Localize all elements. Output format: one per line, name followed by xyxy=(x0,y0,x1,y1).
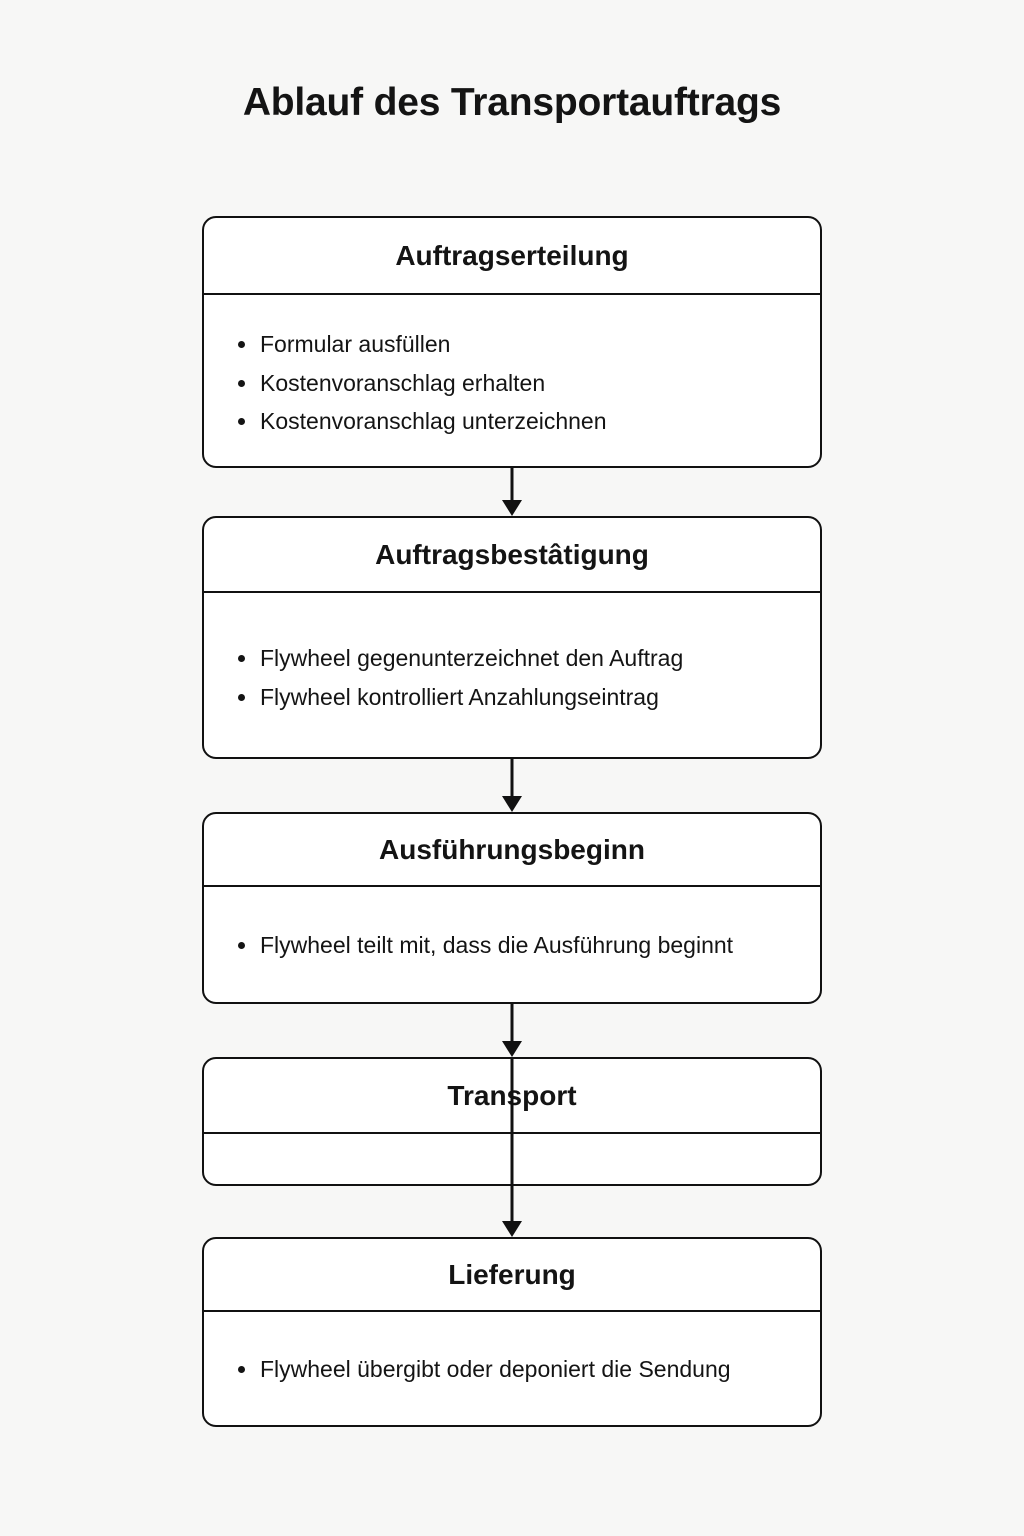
list-item: Flywheel übergibt oder deponiert die Sen… xyxy=(224,1354,800,1384)
bullet-list: Flywheel übergibt oder deponiert die Sen… xyxy=(224,1354,800,1384)
bullet-list: Formular ausfüllen Kostenvoranschlag erh… xyxy=(224,329,800,436)
node-divider xyxy=(204,293,820,295)
flow-node-body: Formular ausfüllen Kostenvoranschlag erh… xyxy=(204,295,820,467)
arrow-down-icon xyxy=(502,1004,522,1057)
connector-gap xyxy=(202,1186,822,1237)
list-item: Kostenvoranschlag erhalten xyxy=(224,368,800,398)
connector-gap xyxy=(202,468,822,516)
flow-node-ausfuehrungsbeginn[interactable]: Ausführungsbeginn Flywheel teilt mit, da… xyxy=(202,812,822,1004)
list-item: Flywheel teilt mit, dass die Ausführung … xyxy=(224,930,800,960)
node-divider xyxy=(204,885,820,887)
connector-gap xyxy=(202,759,822,812)
flow-node-header: Auftragserteilung xyxy=(395,239,629,271)
node-divider xyxy=(204,1310,820,1312)
node-divider xyxy=(204,591,820,593)
connector-line xyxy=(510,1059,514,1184)
flow-node-header: Auftragsbestâtigung xyxy=(375,538,649,570)
arrow-down-icon xyxy=(502,759,522,812)
bullet-list: Flywheel gegenunterzeichnet den Auftrag … xyxy=(224,643,800,712)
flow-node-body: Flywheel gegenunterzeichnet den Auftrag … xyxy=(204,593,820,758)
flow-node-body xyxy=(204,1059,820,1185)
flow-node-auftragsbestaetigung[interactable]: Auftragsbestâtigung Flywheel gegenunterz… xyxy=(202,516,822,759)
arrow-down-icon xyxy=(502,468,522,516)
page-title: Ablauf des Transportauftrags xyxy=(242,81,782,124)
list-item: Flywheel gegenunterzeichnet den Auftrag xyxy=(224,643,800,673)
list-item: Kostenvoranschlag unterzeichnen xyxy=(224,406,800,436)
flow-node-lieferung[interactable]: Lieferung Flywheel übergibt oder deponie… xyxy=(202,1237,822,1427)
flow-container: Auftragserteilung Formular ausfüllen Kos… xyxy=(202,216,822,1427)
flow-node-header: Lieferung xyxy=(448,1258,576,1290)
list-item: Flywheel kontrolliert Anzahlungseintrag xyxy=(224,682,800,712)
list-item: Formular ausfüllen xyxy=(224,329,800,359)
connector-gap xyxy=(202,1004,822,1057)
flow-node-auftragserteilung[interactable]: Auftragserteilung Formular ausfüllen Kos… xyxy=(202,216,822,468)
arrow-down-icon xyxy=(502,1186,522,1237)
flow-node-body: Flywheel übergibt oder deponiert die Sen… xyxy=(204,1312,820,1426)
flow-node-transport[interactable]: Transport xyxy=(202,1057,822,1186)
flow-node-header: Ausführungsbeginn xyxy=(379,833,645,865)
bullet-list: Flywheel teilt mit, dass die Ausführung … xyxy=(224,930,800,960)
flow-node-body: Flywheel teilt mit, dass die Ausführung … xyxy=(204,887,820,1003)
